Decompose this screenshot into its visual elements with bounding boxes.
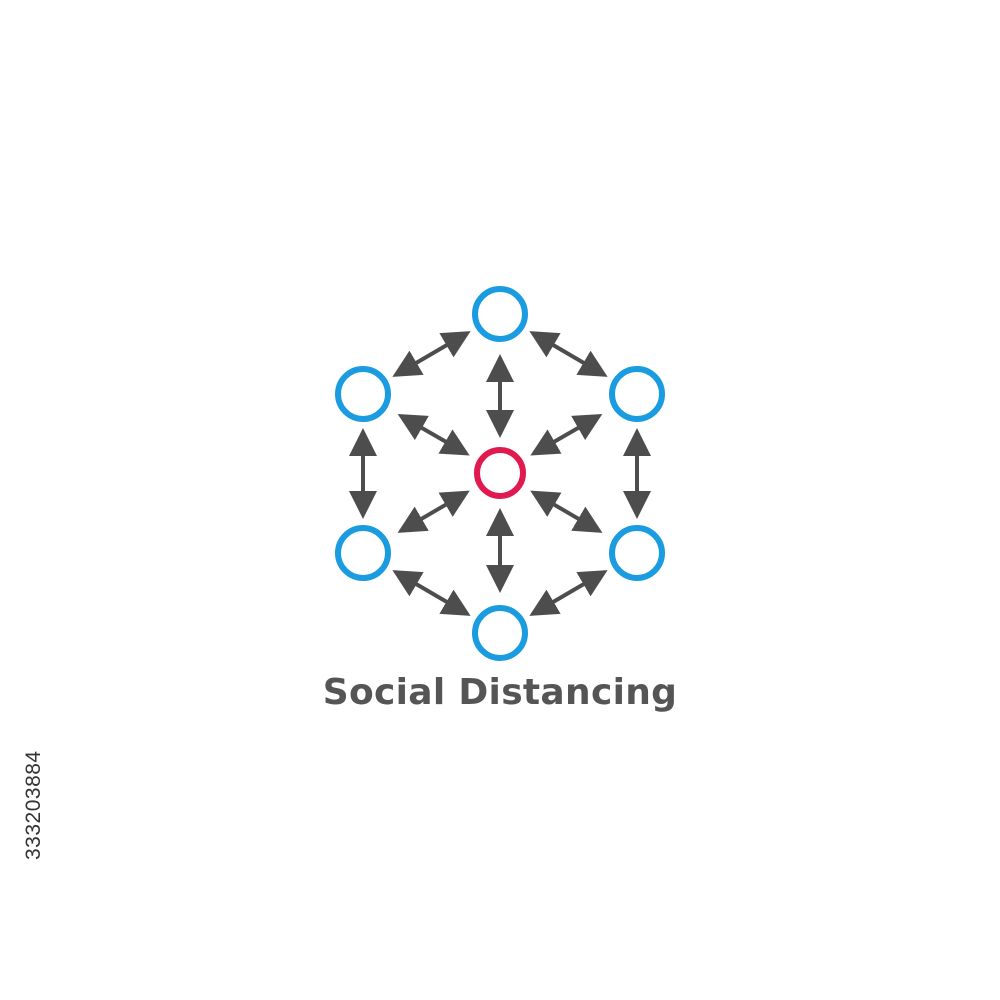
perimeter-arrow-4 (392, 570, 471, 616)
person-center-node (474, 447, 526, 499)
person-upper-right-node (609, 366, 665, 422)
radial-arrow-2 (530, 413, 603, 456)
radial-arrow-5 (397, 490, 470, 533)
person-lower-right-node (609, 525, 665, 581)
stock-id-text: 333203884 (22, 750, 45, 860)
perimeter-arrow-3 (529, 570, 608, 616)
caption-text: Social Distancing (322, 672, 678, 713)
person-bottom-node (472, 605, 528, 661)
person-lower-left-node (335, 525, 391, 581)
perimeter-arrow-6 (392, 331, 471, 377)
nodes-group (335, 286, 665, 661)
perimeter-arrow-1 (529, 331, 608, 377)
radial-arrow-3 (530, 490, 603, 533)
arrows-group (349, 331, 651, 616)
person-upper-left-node (335, 366, 391, 422)
person-top-node (472, 286, 528, 342)
radial-arrow-6 (397, 413, 470, 456)
